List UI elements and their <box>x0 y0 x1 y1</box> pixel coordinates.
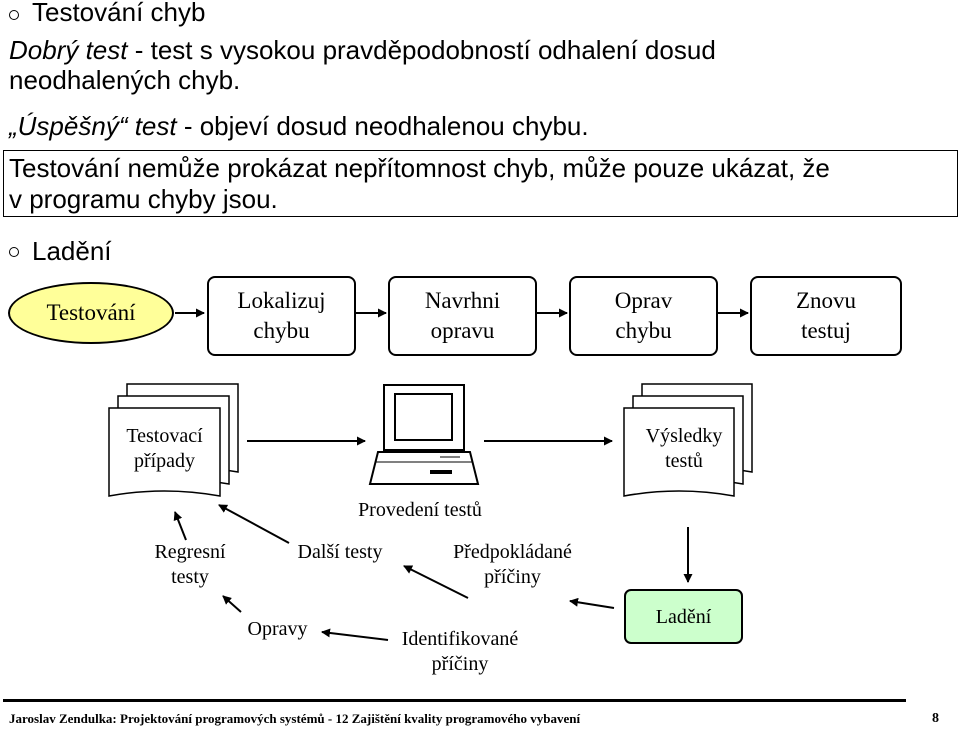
good-test-term: Dobrý test <box>9 35 128 65</box>
process-step-retest: Znovu testuj <box>750 276 902 356</box>
arrow-debug-to-expected <box>569 597 615 609</box>
arrow-more-to-docs <box>218 504 290 544</box>
execution-label: Provedení testů <box>358 499 482 521</box>
footer-rule <box>3 699 906 702</box>
arrow-fixes-to-regression <box>222 595 242 613</box>
successful-test-definition: „Úspěšný“ test - objeví dosud neodhaleno… <box>9 110 589 142</box>
debugging-box: Ladění <box>624 589 743 644</box>
testing-ellipse: Testování <box>8 282 174 344</box>
note-line1: Testování nemůže prokázat nepřítomnost c… <box>9 153 830 183</box>
process-step-design-fix: Navrhni opravu <box>388 276 537 356</box>
bullet-icon <box>9 247 19 257</box>
process-step-localize: Lokalizuj chybu <box>207 276 356 356</box>
good-test-desc-line2: neodhalených chyb. <box>9 65 241 95</box>
identified-causes-label: Identifikované příčiny <box>401 628 519 675</box>
results-docs-icon <box>623 383 753 497</box>
page-number: 8 <box>932 711 939 726</box>
process-step-fix: Oprav chybu <box>569 276 718 356</box>
arrow-identified-to-fixes <box>321 628 389 641</box>
good-test-definition: Dobrý test - test s vysokou pravděpodobn… <box>9 34 716 66</box>
expected-causes-label: Předpokládané příčiny <box>453 541 572 588</box>
bullet-icon <box>9 10 19 20</box>
computer-icon <box>368 384 480 485</box>
heading-testovani-chyb: Testování chyb <box>32 0 206 27</box>
more-tests-label: Další testy <box>297 541 383 563</box>
regression-label: Regresní testy <box>154 541 226 588</box>
test-cases-label: Testovací případy <box>126 425 203 472</box>
arrow-expected-to-more <box>403 565 469 599</box>
footer-text: Jaroslav Zendulka: Projektování programo… <box>9 711 581 726</box>
note-line2: v programu chyby jsou. <box>9 184 278 214</box>
test-cases-docs-icon <box>108 383 239 497</box>
fixes-label: Opravy <box>247 618 308 640</box>
results-label: Výsledky testů <box>645 425 723 472</box>
good-test-desc: - test s vysokou pravděpodobností odhale… <box>127 35 716 65</box>
note-box <box>3 150 958 217</box>
successful-test-term: „Úspěšný“ test <box>9 111 177 141</box>
arrow-regression-to-docs <box>173 511 187 541</box>
successful-test-desc: - objeví dosud neodhalenou chybu. <box>176 111 589 141</box>
heading-ladeni: Ladění <box>32 236 112 266</box>
